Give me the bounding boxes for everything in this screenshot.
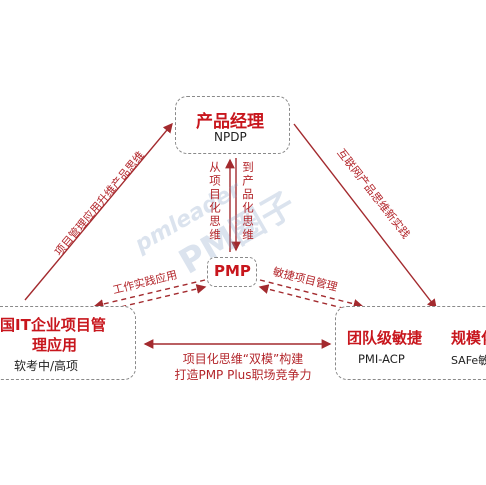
node-product-manager-title: 产品经理	[196, 112, 264, 132]
edge-label-to-product: 到产品化思维	[241, 161, 255, 242]
edge-label-bottom-2: 打造PMP Plus职场竞争力	[174, 368, 312, 382]
edge-pmp-to-left	[93, 279, 206, 309]
edge-top-to-right	[293, 123, 437, 310]
node-it-enterprise-pm-title-1: 国IT企业项目管	[0, 316, 106, 334]
edge-label-bottom-1: 项目化思维“双模”构建	[182, 352, 304, 366]
node-scaled-agile-title: 规模化	[451, 329, 486, 347]
node-product-manager-sub: NPDP	[214, 130, 247, 144]
node-pmp	[207, 257, 257, 287]
node-scaled-agile-sub: SAFe敏	[451, 354, 486, 367]
node-team-agile-sub: PMI-ACP	[358, 352, 405, 366]
node-team-agile-title: 团队级敏捷	[347, 329, 423, 347]
node-pmp-title: PMP	[214, 262, 251, 280]
node-it-enterprise-pm-sub: 软考中/高项	[14, 359, 79, 373]
node-product-manager	[175, 96, 290, 154]
edge-label-from-project: 从项目化思维	[208, 161, 222, 242]
node-team-agile	[335, 306, 486, 380]
node-it-enterprise-pm-title-2: 理应用	[32, 336, 78, 354]
edge-left-to-top	[24, 122, 173, 301]
node-it-enterprise-pm	[0, 306, 136, 380]
